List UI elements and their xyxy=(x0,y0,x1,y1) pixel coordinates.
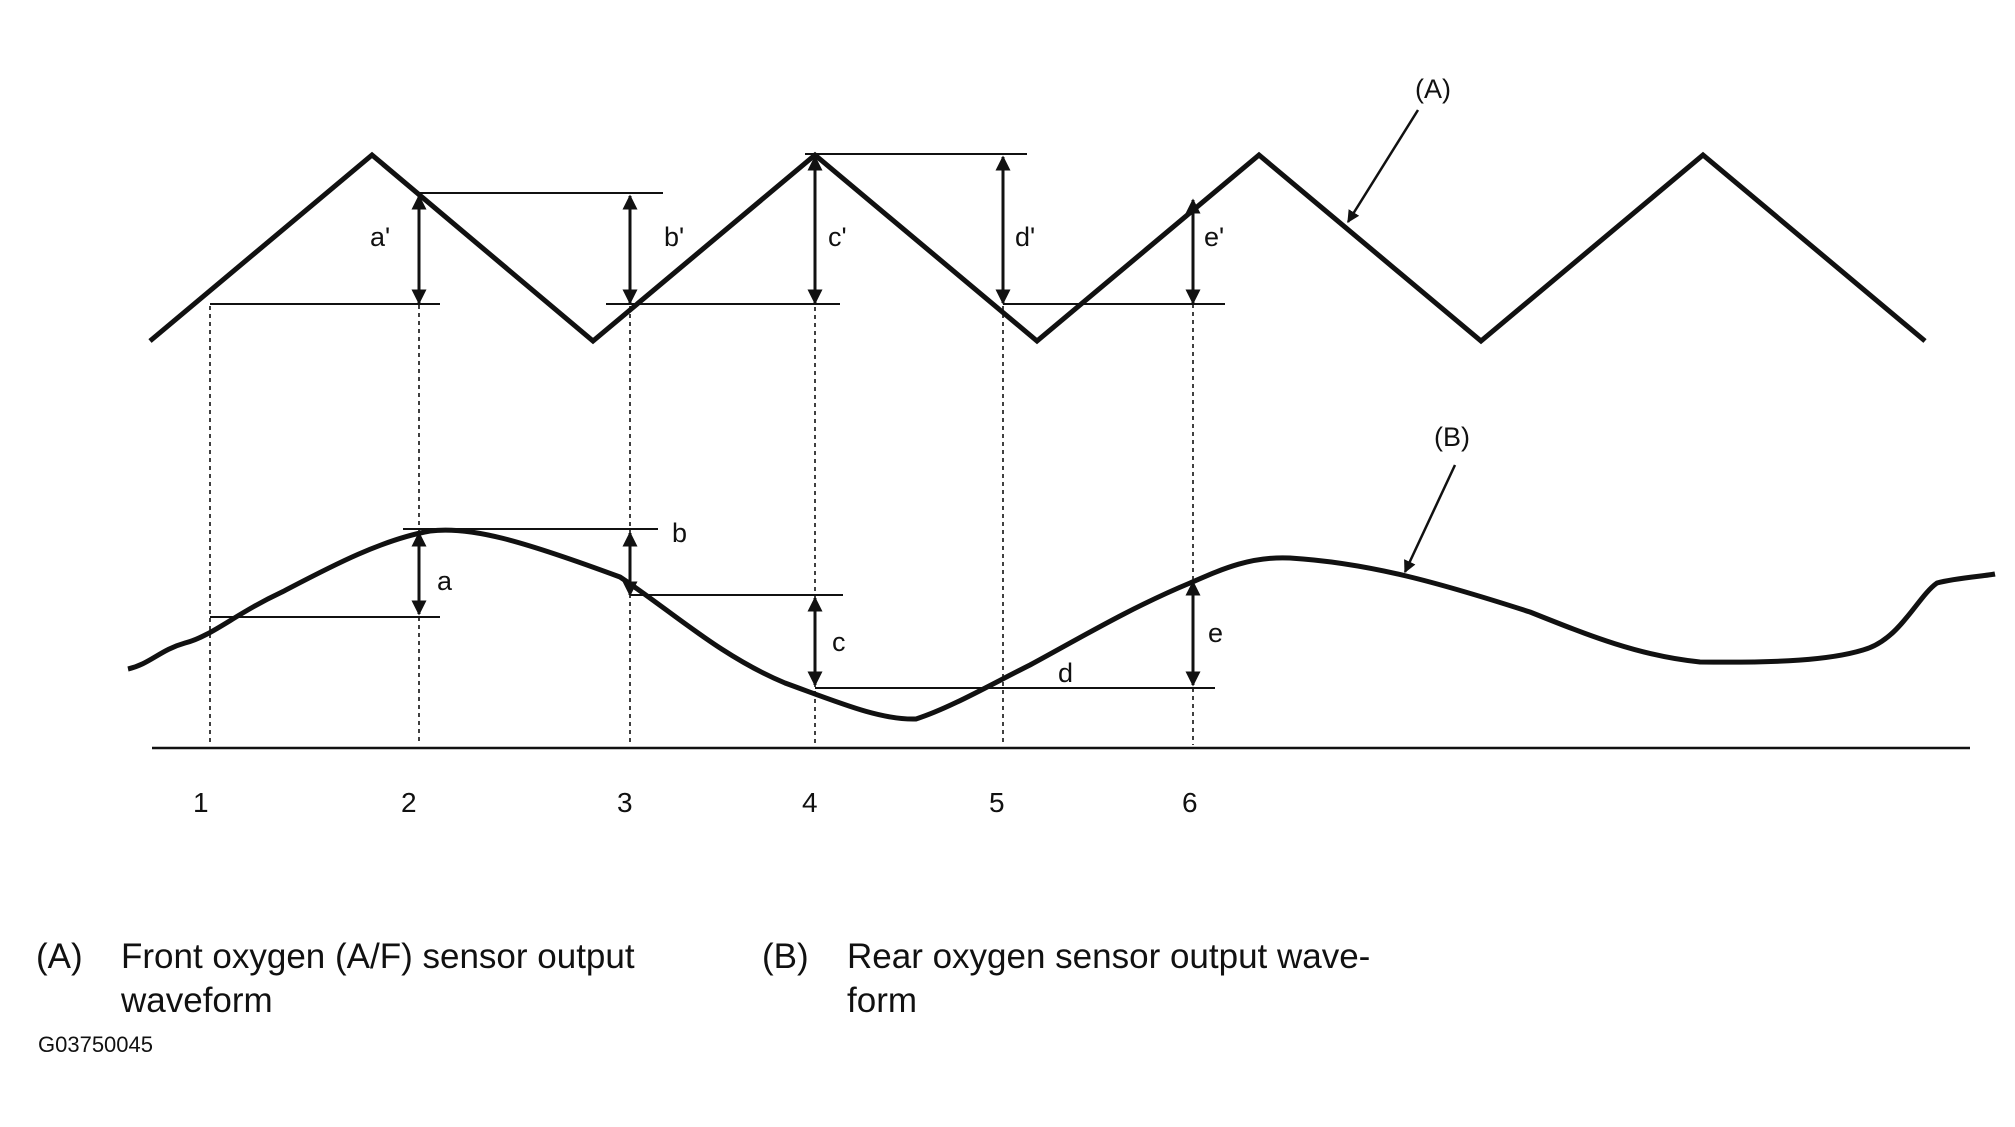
legend-text-a-line-2: waveform xyxy=(121,981,273,1020)
figure-id: G03750045 xyxy=(38,1032,153,1057)
legend-text-b-line-1: Rear oxygen sensor output wave- xyxy=(847,937,1371,976)
callout-a-leader xyxy=(1346,109,1420,224)
front-reference-lines xyxy=(210,153,1225,305)
front-sensor-waveform xyxy=(148,151,1927,345)
rear-sensor-waveform xyxy=(127,527,1996,722)
time-label-2: 2 xyxy=(401,787,417,818)
legend-text-b: Rear oxygen sensor output wave- form xyxy=(847,935,1407,1023)
label-d-prime: d' xyxy=(1015,222,1035,252)
time-label-5: 5 xyxy=(989,787,1005,818)
callout-a: (A) xyxy=(1415,74,1451,104)
legend-key-b: (B) xyxy=(762,937,809,976)
callout-b-leader xyxy=(1403,464,1457,574)
legend-text-b-line-2: form xyxy=(847,981,917,1020)
label-b: b xyxy=(672,518,687,548)
time-label-6: 6 xyxy=(1182,787,1198,818)
front-measurement-arrows xyxy=(411,155,1201,305)
time-label-4: 4 xyxy=(802,787,818,818)
callout-b: (B) xyxy=(1434,422,1470,452)
legend-text-a: Front oxygen (A/F) sensor output wavefor… xyxy=(121,935,681,1023)
label-d: d xyxy=(1058,658,1073,688)
label-c: c xyxy=(832,627,846,657)
label-a-prime: a' xyxy=(370,222,390,252)
legend-key-a: (A) xyxy=(36,937,83,976)
label-a: a xyxy=(437,566,453,596)
time-label-3: 3 xyxy=(617,787,633,818)
time-axis-ticks: 1 2 3 4 5 6 xyxy=(193,787,1198,818)
label-c-prime: c' xyxy=(828,222,847,252)
legend-text-a-line-1: Front oxygen (A/F) sensor output xyxy=(121,937,635,976)
time-label-1: 1 xyxy=(193,787,209,818)
label-b-prime: b' xyxy=(664,222,684,252)
label-e: e xyxy=(1208,618,1223,648)
rear-measurement-arrows xyxy=(411,531,1201,687)
label-e-prime: e' xyxy=(1204,222,1224,252)
